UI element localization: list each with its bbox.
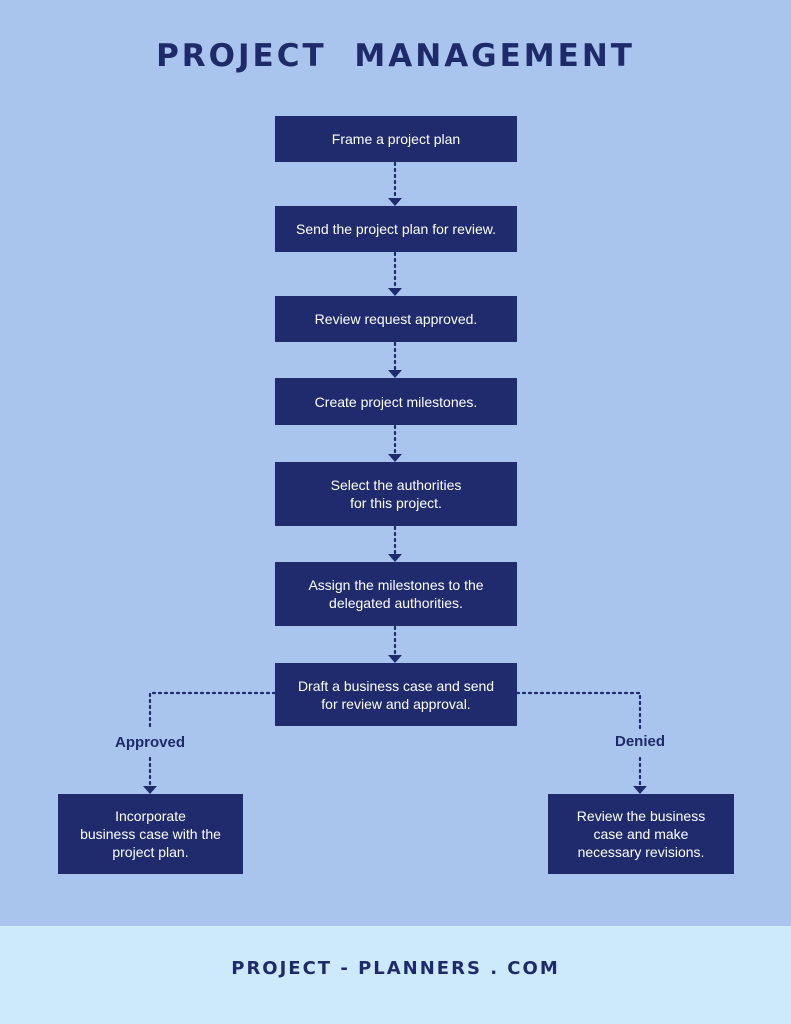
arrowhead	[633, 786, 647, 794]
step-box-draft-business-case: Draft a business case and send for revie…	[275, 663, 517, 726]
branch-label-approved: Approved	[114, 734, 185, 751]
outcome-box-revise: Review the business case and make necess…	[548, 794, 734, 874]
arrowhead	[388, 655, 402, 663]
arrowhead	[388, 554, 402, 562]
connector-line	[148, 691, 277, 730]
step-box-request-approved: Review request approved.	[275, 296, 517, 342]
outcome-box-incorporate: Incorporate business case with the proje…	[58, 794, 243, 874]
footer-website: PROJECT - PLANNERS . COM	[231, 958, 560, 979]
arrowhead	[388, 454, 402, 462]
step-box-frame-plan: Frame a project plan	[275, 116, 517, 162]
branch-label-denied: Denied	[614, 733, 665, 750]
footer-band	[0, 926, 791, 1024]
arrowhead	[143, 786, 157, 794]
page-title: PROJECT MANAGEMENT	[156, 38, 635, 74]
arrowhead	[388, 370, 402, 378]
step-box-assign-milestones: Assign the milestones to the delegated a…	[275, 562, 517, 626]
step-box-send-review: Send the project plan for review.	[275, 206, 517, 252]
step-box-select-authorities: Select the authorities for this project.	[275, 462, 517, 526]
step-box-create-milestones: Create project milestones.	[275, 378, 517, 425]
connector-line	[515, 691, 642, 730]
arrowhead	[388, 288, 402, 296]
arrowhead	[388, 198, 402, 206]
